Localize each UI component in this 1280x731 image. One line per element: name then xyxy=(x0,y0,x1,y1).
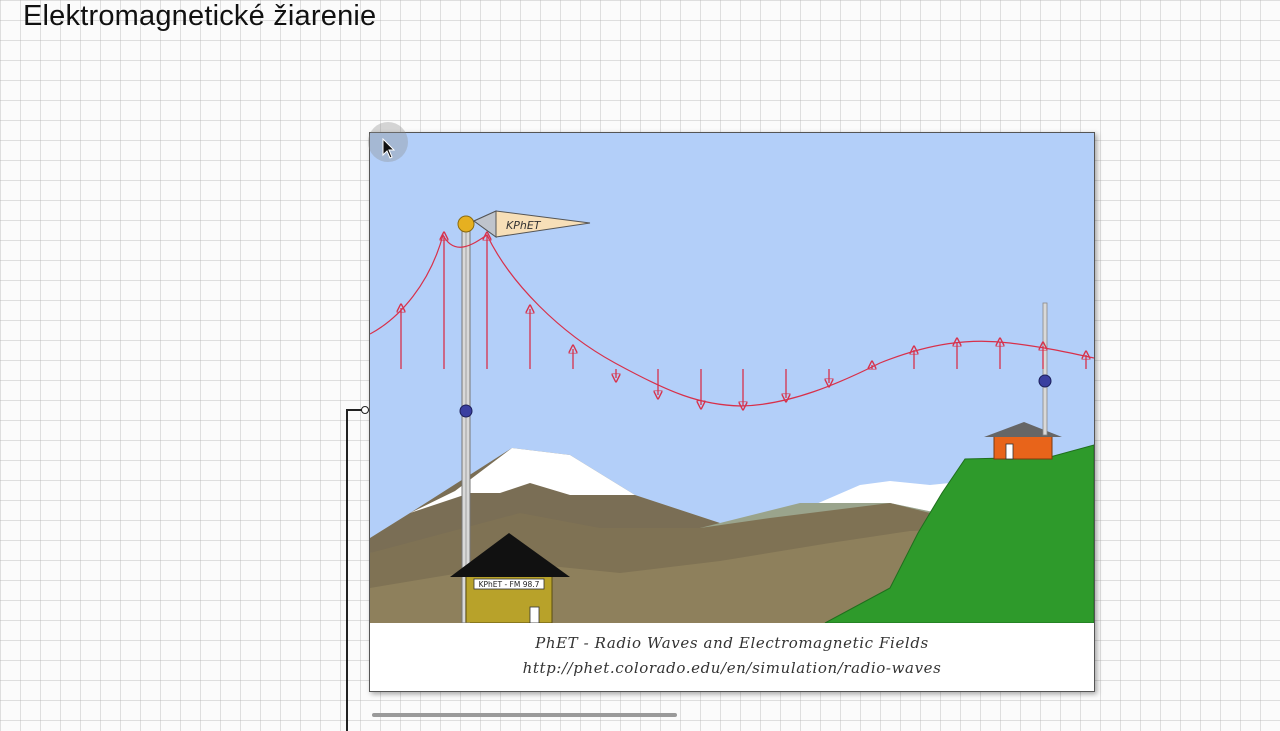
station-building: KPhET - FM 98.7 xyxy=(450,533,570,623)
mouse-pointer-icon xyxy=(368,122,408,162)
connector-handle[interactable] xyxy=(361,406,369,414)
connector-line xyxy=(346,409,366,731)
simulation-image[interactable]: KPhET KPhET - FM 98.7 xyxy=(369,132,1095,692)
em-wave xyxy=(370,233,1094,407)
green-hill xyxy=(824,444,1094,623)
simulation-caption: PhET - Radio Waves and Electromagnetic F… xyxy=(370,623,1094,691)
simulation-scene: KPhET KPhET - FM 98.7 xyxy=(370,133,1094,623)
flag-label: KPhET xyxy=(506,219,542,232)
page-title: Elektromagnetické žiarenie xyxy=(23,0,377,32)
caption-title: PhET - Radio Waves and Electromagnetic F… xyxy=(535,634,929,652)
field-vectors xyxy=(401,236,1086,406)
transmitter-tower: KPhET xyxy=(457,210,591,623)
caption-url[interactable]: http://phet.colorado.edu/en/simulation/r… xyxy=(522,659,942,677)
station-sign: KPhET - FM 98.7 xyxy=(479,580,540,589)
receiver-house xyxy=(984,422,1062,460)
scroll-indicator xyxy=(372,713,677,717)
